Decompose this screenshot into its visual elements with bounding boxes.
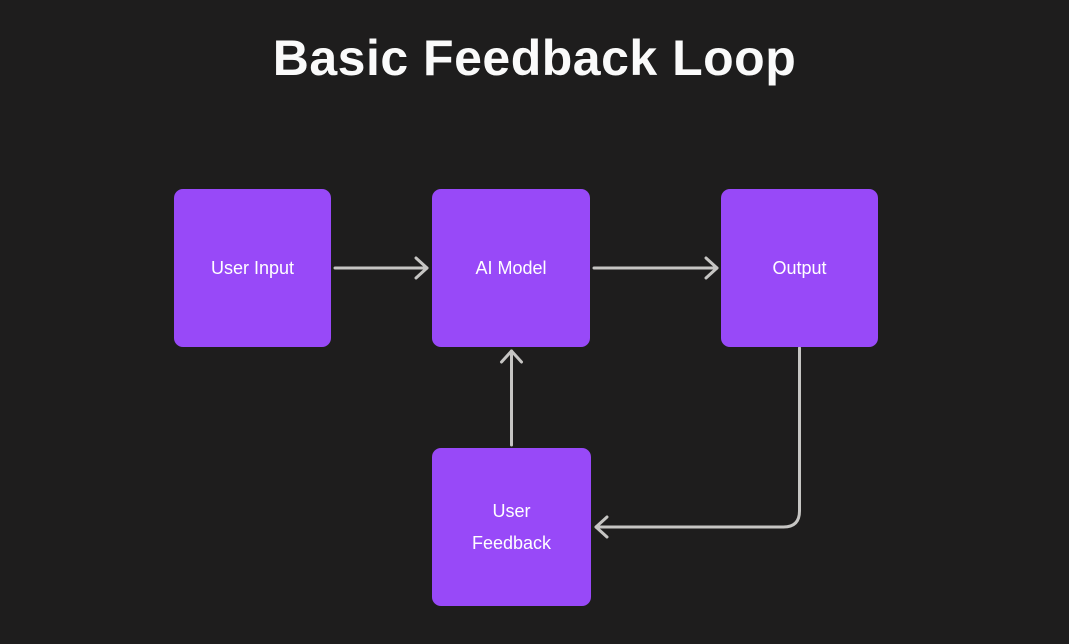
node-ai-model-label: AI Model bbox=[475, 258, 547, 278]
node-user-input: User Input bbox=[174, 189, 331, 347]
node-ai-model: AI Model bbox=[432, 189, 590, 347]
node-output-label: Output bbox=[772, 258, 827, 278]
node-user-feedback-label: User Feedback bbox=[471, 501, 552, 553]
diagram-title: Basic Feedback Loop bbox=[272, 30, 797, 86]
node-user-input-label: User Input bbox=[210, 258, 295, 278]
node-user-feedback: User Feedback bbox=[432, 448, 591, 606]
node-output: Output bbox=[721, 189, 878, 347]
edge-output-to-user-feedback bbox=[594, 346, 801, 539]
